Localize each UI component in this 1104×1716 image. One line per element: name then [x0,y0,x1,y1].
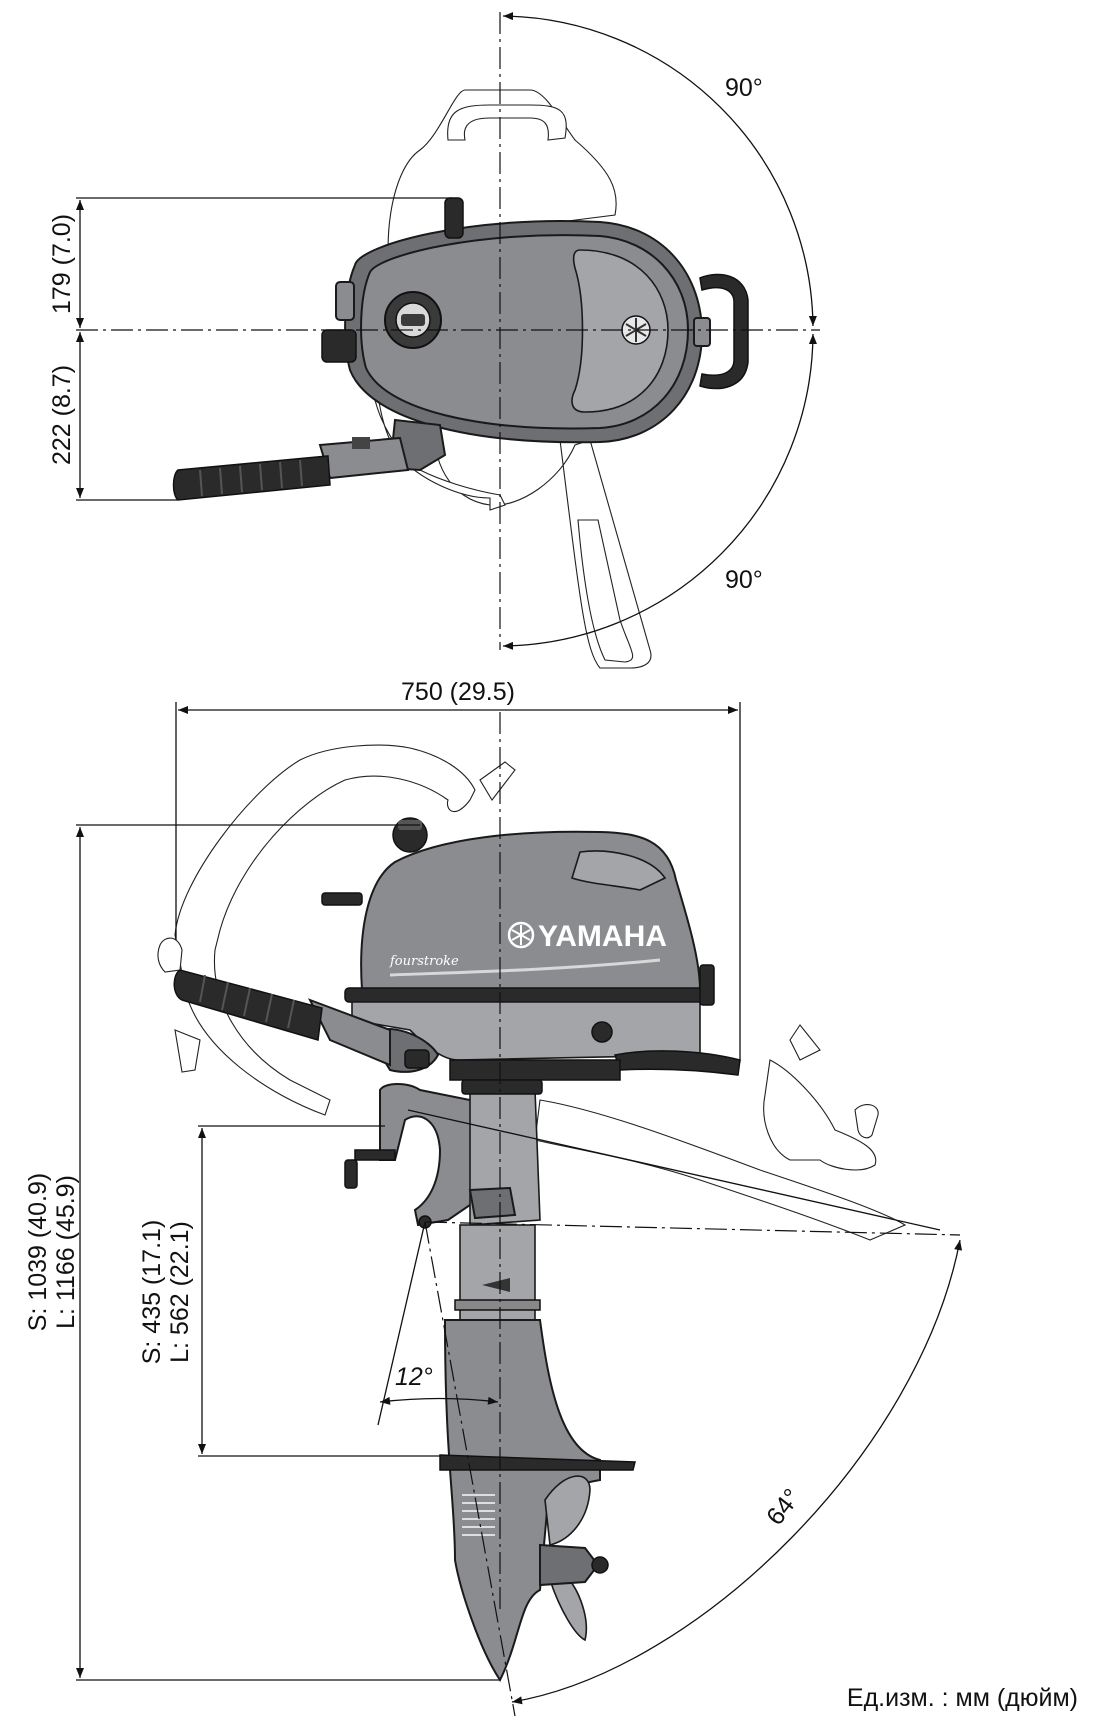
top-view: 179 (7.0) 222 (8.7) 90° 90° [48,12,820,669]
side-throttle-knob [404,1049,430,1069]
top-fuel-cap-knob [401,314,425,326]
side-propeller-hub [539,1543,600,1587]
side-carry-handle [614,1050,741,1076]
side-brand-name: YAMAHA [538,920,667,953]
side-rear-latch [699,964,715,1006]
side-clamp-screw [354,1149,396,1161]
side-tiller-grip [173,969,323,1041]
side-tilt-axis [424,1221,516,1716]
top-throttle-lever [352,437,370,449]
side-shaft-clip [482,1278,510,1292]
side-height-label-l: L: 1166 (45.9) [52,1175,80,1329]
side-trim-arc [379,1396,499,1405]
side-tilt-lock [468,1186,517,1220]
side-tilt-arc [511,1239,963,1705]
side-yamaha-emblem-forks [511,925,531,945]
side-cowl-stripe [389,958,661,977]
side-brand-script: fourstroke [389,954,459,969]
side-width-label: 750 (29.5) [401,678,515,706]
side-clamp-handle [344,1159,358,1189]
top-front-knob [321,329,357,363]
side-yamaha-emblem [507,921,535,949]
side-lower-case-top [449,1059,621,1081]
side-transom-label-s: S: 435 (17.1) [138,1220,166,1365]
top-steer-arc-lower [502,333,817,650]
side-ghost-tilted-forward [174,744,476,1116]
side-tilted-axis [424,1221,961,1236]
side-propeller-nut [591,1556,609,1574]
top-tiller-grip [172,455,331,501]
top-dim-front-label: 179 (7.0) [48,214,76,314]
side-ghost-lower-unit [763,1059,877,1171]
top-choke-knob [444,197,464,239]
side-transom-label-l: L: 562 (22.1) [166,1221,194,1363]
units-note: Ед.изм. : мм (дюйм) [847,1684,1078,1712]
top-angle-upper-label: 90° [725,74,763,102]
side-height-label-s: S: 1039 (40.9) [24,1173,52,1331]
top-dim-rear-label: 222 (8.7) [48,365,76,465]
side-ghost-antivent [789,1024,821,1061]
side-clamp-bracket [379,1083,478,1227]
side-ghost-skeg [157,937,183,973]
top-rear-latch [693,317,711,347]
side-grip-ridges [199,974,295,1029]
top-front-lever [335,281,355,321]
side-tilt-angle-label: 64° [761,1484,806,1531]
top-angle-lower-label: 90° [725,566,763,594]
side-shaft-ring [454,1299,541,1311]
side-cowl-top-panel [571,850,667,891]
top-steer-arc-upper [502,12,817,327]
side-ghost-handle [479,761,516,801]
side-trim-angle-label: 12° [395,1363,433,1391]
side-trim-line [377,1221,426,1426]
side-cowl-seam [344,987,706,1003]
side-ghost-propeller [854,1104,879,1139]
side-view: YAMAHA fourstroke [24,678,963,1716]
side-swivel-collar [461,1079,543,1095]
side-tiller-arm [307,998,391,1067]
side-choke-knob [321,892,363,906]
top-grip-ridges [199,459,303,497]
side-trim-line-up [407,1109,941,1231]
side-ghost-lower-left [174,1029,201,1073]
side-drain-knob [591,1021,613,1043]
